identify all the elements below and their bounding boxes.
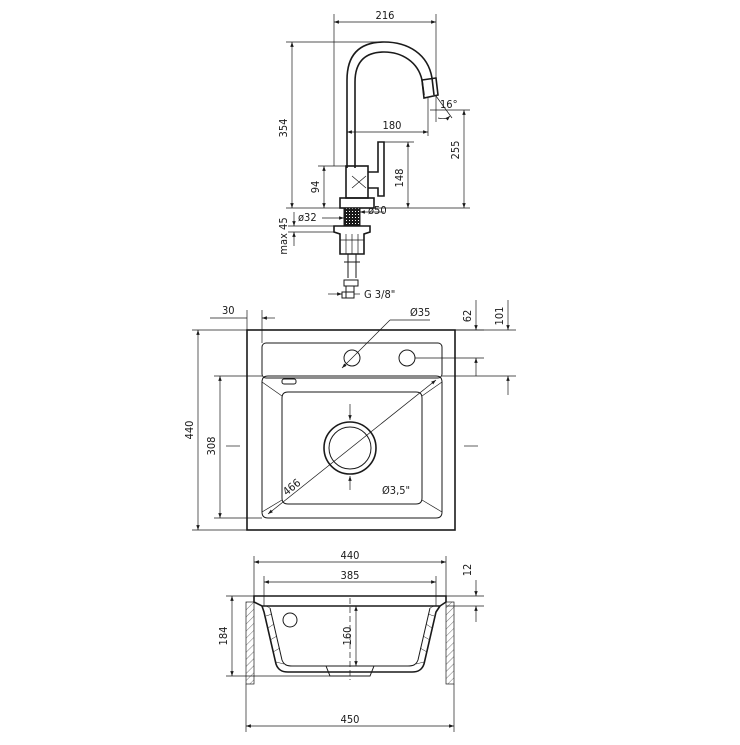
bowl-outer-rim [261,375,443,519]
tap-hole-2 [398,349,416,367]
drain-outer [323,421,377,475]
drain-inner [328,426,372,470]
faucet-spout-inner [354,51,425,168]
dim-sink-440: 440 [183,421,196,440]
dim-sink-101: 101 [493,307,506,326]
overflow-slot [281,378,297,385]
faucet-lever [368,141,385,197]
dim-section-160: 160 [341,627,354,646]
faucet-aerator [421,77,439,99]
dim-section-184: 184 [217,627,230,646]
sink-outline [246,329,456,531]
countertop-left [245,601,255,685]
dim-faucet-max45: max 45 [277,217,290,254]
dim-sink-drain: Ø3,5" [382,484,410,497]
dim-sink-30: 30 [222,304,235,317]
sink-top-view: 30 Ø35 62 101 440 308 466 Ø3,5" [183,300,516,531]
faucet-shank [343,207,361,227]
faucet-body [345,165,369,199]
hose-fitting [343,279,359,287]
dim-sink-62: 62 [461,310,474,323]
dim-faucet-148: 148 [393,169,406,188]
faucet-view: 216 354 180 255 148 94 16° ø50 ø32 [277,9,470,301]
dim-faucet-255: 255 [449,141,462,160]
dim-faucet-94: 94 [309,181,322,194]
dim-faucet-216: 216 [376,9,395,22]
dim-sink-tap-hole: Ø35 [410,306,430,319]
dim-faucet-angle: 16° [440,98,458,111]
dim-faucet-base-diameter: ø50 [368,204,387,217]
mounting-nut [333,225,371,255]
dim-section-440: 440 [341,549,360,562]
tap-hole-1 [343,349,361,367]
dim-faucet-connection: G 3/8" [364,288,395,301]
dim-section-385: 385 [341,569,360,582]
countertop-right [445,601,455,685]
dim-section-12: 12 [461,564,474,577]
dim-section-450: 450 [341,713,360,726]
dim-faucet-180: 180 [383,119,402,132]
dim-faucet-pipe-diameter: ø32 [298,211,317,224]
dim-sink-308: 308 [205,437,218,456]
overflow-hole [282,612,298,628]
dim-sink-diagonal: 466 [280,476,303,498]
tap-deck [261,342,443,379]
dim-faucet-354: 354 [277,119,290,138]
sink-section-view: 440 385 12 184 160 450 [217,549,484,732]
